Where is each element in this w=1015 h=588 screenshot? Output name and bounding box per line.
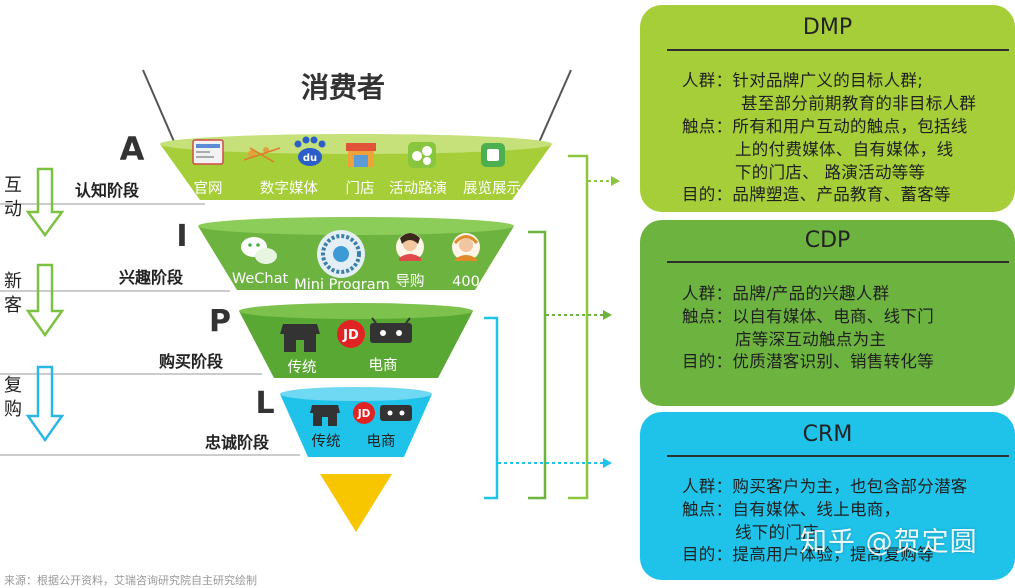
bracket-crm (484, 316, 499, 500)
funnel-layer-p-top (239, 303, 473, 319)
dmp-title: DMP (802, 15, 853, 40)
traditional-store-icon (280, 324, 320, 352)
funnel-layer-a (160, 144, 552, 200)
roadshow-icon (408, 142, 436, 168)
flow-label-new-2: 客 (4, 295, 22, 316)
flow-arrow-new (25, 263, 65, 338)
cdp-title: CDP (804, 228, 851, 253)
touchpoint-a-3: 门店 (346, 180, 375, 197)
jd-icon: JD (337, 320, 365, 348)
exhibition-icon (481, 143, 505, 167)
crm-line-2: 触点：自有媒体、线上电商， (682, 500, 901, 519)
traditional-store-icon-l (310, 405, 340, 426)
dmp-rule (667, 49, 1009, 51)
touchpoint-i-4: 400 (452, 274, 480, 290)
dmp-line-6: 目的：品牌塑造、产品教育、蓄客等 (682, 185, 951, 204)
jd-icon-l: JD (353, 402, 375, 424)
crm-line-4: 目的：提高用户体验，提高复购等 (682, 545, 934, 564)
stage-name-p: 购买阶段 (159, 352, 224, 371)
flow-label-repurchase-1: 复 (4, 375, 22, 396)
mini-program-qr-icon (317, 230, 365, 278)
stage-name-i: 兴趣阶段 (119, 268, 184, 287)
wechat-icon (241, 237, 277, 264)
flow-label-interaction-1: 互 (4, 175, 22, 196)
shopping-guide-icon (396, 233, 424, 261)
svg-text:du: du (303, 153, 317, 164)
crm-line-1: 人群：购买客户为主，也包含部分潜客 (682, 477, 968, 496)
touchpoint-a-4: 活动路演 (389, 180, 447, 197)
svg-text:JD: JD (357, 408, 371, 420)
connector-cdp-head (603, 310, 612, 320)
stage-letter-a: A (120, 130, 145, 168)
touchpoint-a-1: 官网 (194, 180, 223, 197)
connector-dmp-head (611, 176, 620, 186)
dmp-line-3: 触点：所有和用户互动的触点，包括线 (682, 117, 968, 136)
flow-arrow-interaction (25, 167, 65, 238)
touchpoint-i-3: 导购 (396, 273, 425, 290)
zhihu-watermark: 知乎 @贺定圆 (800, 527, 978, 558)
touchpoint-a-5: 展览展示 (463, 180, 521, 197)
cdp-line-2: 触点：以自有媒体、电商、线下门 (682, 307, 934, 326)
flow-arrow-repurchase (25, 365, 65, 443)
source-note: 来源：根据公开资料，艾瑞咨询研究院自主研究绘制 (4, 574, 257, 587)
touchpoint-a-2: 数字媒体 (260, 180, 318, 197)
stage-letter-l: L (255, 386, 274, 421)
dmp-line-4: 上的付费媒体、自有媒体，线 (735, 140, 954, 159)
dmp-line-2: 甚至部分前期教育的非目标人群 (741, 94, 977, 113)
stage-letter-p: P (209, 304, 231, 339)
store-icon (346, 143, 376, 167)
touchpoint-p-1: 传统 (288, 359, 317, 376)
funnel-layer-i-top (198, 217, 514, 235)
website-icon (192, 139, 224, 165)
tmall-icon-l (380, 405, 412, 421)
funnel-layer-l-top (280, 387, 432, 401)
svg-text:JD: JD (342, 328, 359, 343)
baidu-icon: du (294, 136, 326, 166)
crm-title: CRM (802, 422, 853, 447)
touchpoint-i-2: Mini Program (294, 277, 390, 293)
crm-line-3: 线下的门店 (735, 523, 819, 542)
cdp-line-4: 目的：优质潜客识别、销售转化等 (682, 352, 934, 371)
funnel-diagram: 消费者 A 认知阶段 du (0, 69, 620, 532)
dmp-box: DMP 人群：针对品牌广义的目标人群; 甚至部分前期教育的非目标人群 触点：所有… (640, 5, 1015, 212)
stage-name-a: 认知阶段 (75, 181, 140, 200)
flow-label-repurchase-2: 购 (4, 399, 22, 420)
bracket-dmp (568, 154, 589, 500)
cdp-box: CDP 人群：品牌/产品的兴趣人群 触点：以自有媒体、电商、线下门 店等深互动触… (640, 220, 1015, 406)
stage-name-l: 忠诚阶段 (205, 433, 270, 452)
stage-letter-i: I (176, 219, 187, 254)
flow-label-interaction-2: 动 (4, 199, 22, 220)
crm-rule (667, 455, 1009, 457)
cdp-line-1: 人群：品牌/产品的兴趣人群 (682, 284, 890, 303)
touchpoint-p-2: 电商 (369, 357, 398, 374)
dmp-line-5: 下的门店、 路演活动等等 (735, 163, 926, 182)
touchpoint-l-1: 传统 (312, 433, 341, 450)
funnel-layer-l (280, 394, 432, 457)
hotline-400-icon (452, 233, 480, 261)
funnel-title: 消费者 (301, 71, 385, 104)
dmp-line-1: 人群：针对品牌广义的目标人群; (682, 71, 924, 90)
funnel-bottom-cone (320, 474, 392, 532)
touchpoint-i-1: WeChat (232, 271, 289, 287)
digital-media-icon (243, 147, 281, 163)
cdp-line-3: 店等深互动触点为主 (735, 330, 887, 349)
crm-box: CRM 人群：购买客户为主，也包含部分潜客 触点：自有媒体、线上电商， 线下的门… (640, 412, 1015, 580)
cdp-rule (667, 261, 1009, 263)
touchpoint-l-2: 电商 (367, 433, 396, 450)
flow-label-new-1: 新 (4, 271, 22, 292)
connector-crm-head (603, 458, 612, 468)
tmall-icon (370, 317, 412, 343)
bracket-cdp (528, 230, 547, 500)
